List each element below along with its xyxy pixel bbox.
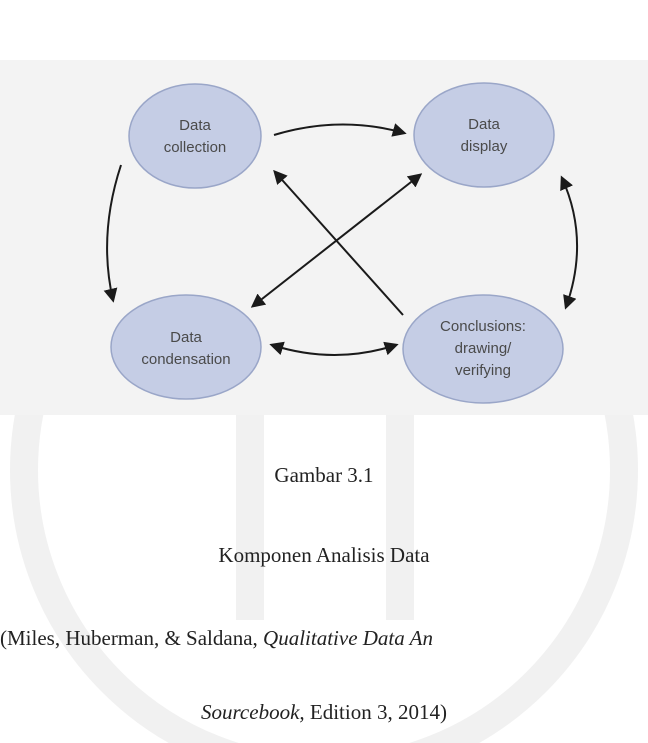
node-data-condensation: Data condensation <box>110 294 262 400</box>
node-data-collection: Data collection <box>128 83 262 189</box>
figure-source-line-1: (Miles, Huberman, & Saldana, Qualitative… <box>0 626 433 651</box>
arrow-collection-to-display <box>273 123 407 137</box>
node-data-condensation-line-1: Data <box>170 329 202 346</box>
arrow-condensation-conclusions <box>269 341 399 356</box>
figure-source-line-2: Sourcebook, Edition 3, 2014) <box>0 700 648 725</box>
node-conclusions-line-2: drawing/ <box>455 340 513 357</box>
figure-panel: Data collection Data display Data conden… <box>0 60 648 415</box>
node-data-condensation-line-2: condensation <box>141 351 230 368</box>
node-data-display-line-1: Data <box>468 116 500 133</box>
node-data-display: Data display <box>413 82 555 188</box>
node-conclusions-line-3: verifying <box>455 362 511 379</box>
node-conclusions-line-1: Conclusions: <box>440 318 526 335</box>
node-data-collection-line-1: Data <box>179 117 211 134</box>
figure-title: Komponen Analisis Data <box>218 543 430 567</box>
source-suffix: Edition 3, 2014) <box>304 700 447 724</box>
node-conclusions: Conclusions: drawing/ verifying <box>402 294 564 404</box>
figure-number: Gambar 3.1 <box>274 463 374 487</box>
node-data-display-line-2: display <box>461 138 508 155</box>
arrow-display-conclusions <box>560 175 578 310</box>
source-book-title-part-2: Sourcebook, <box>201 700 305 724</box>
arrow-collection-to-condensation <box>103 164 122 303</box>
interactive-model-diagram: Data collection Data display Data conden… <box>103 82 578 404</box>
arrow-conclusions-to-collection <box>273 169 404 316</box>
source-prefix: (Miles, Huberman, & Saldana, <box>0 626 264 650</box>
source-book-title-part-1: Qualitative Data An <box>263 626 433 650</box>
node-data-collection-line-2: collection <box>164 139 227 156</box>
